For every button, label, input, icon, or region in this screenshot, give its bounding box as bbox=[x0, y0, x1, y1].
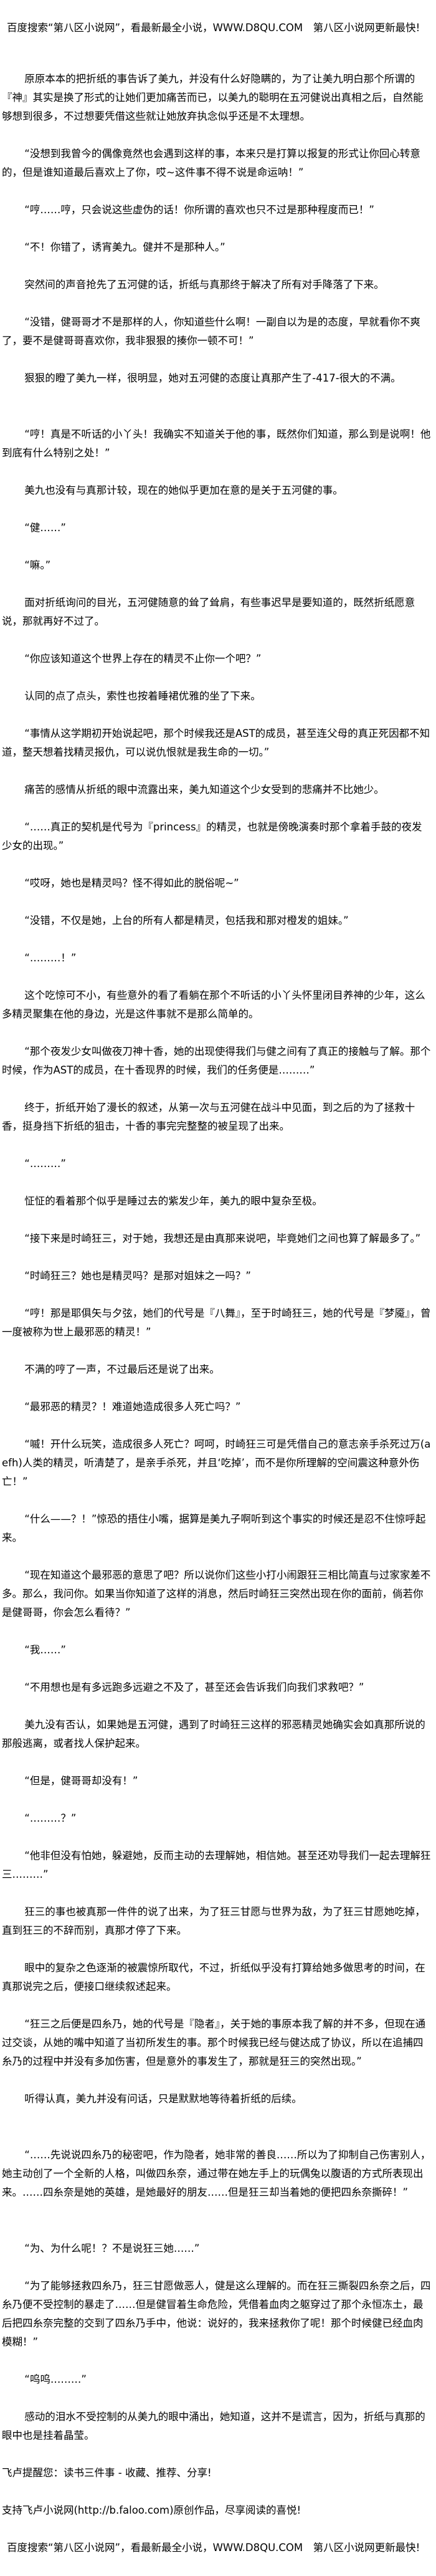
story-paragraph: “嘁！开什么玩笑，造成很多人死亡？呵呵，时崎狂三可是凭借自己的意志亲手杀死过万(… bbox=[2, 1438, 431, 1487]
story-paragraph: “时崎狂三？她也是精灵吗？是那对姐妹之一吗？” bbox=[24, 1270, 251, 1282]
story-paragraph: “哎呀，她也是精灵吗？怪不得如此的脱俗呢~” bbox=[24, 877, 239, 889]
story-paragraph: “哼……哼，只会说这些虚伪的话！你所谓的喜欢也只不过是那种程度而已！” bbox=[24, 204, 374, 216]
story-paragraph: “没想到我曾今的偶像竟然也会遇到这样的事，本来只是打算以报复的形式让你回心转意的… bbox=[2, 148, 420, 178]
story-paragraph: “没错，不仅是她，上台的所有人都是精灵，包括我和那对橙发的姐妹。” bbox=[24, 915, 349, 926]
story-paragraph: “那个夜发少女叫做夜刀神十香，她的出现使得我们与健之间有了真正的接触与了解。那个… bbox=[2, 1045, 431, 1076]
chapter-body: 原原本本的把折纸的事告诉了美九，并没有什么好隐瞒的，为了让美九明白那个所谓的『神… bbox=[2, 70, 432, 2445]
story-paragraph: 面对折纸询问的目光，五河健随意的耸了耸肩，有些事迟早是要知道的，既然折纸愿意说，… bbox=[2, 597, 415, 627]
story-paragraph: “………？” bbox=[24, 1812, 77, 1824]
story-paragraph: 感动的泪水不受控制的从美九的眼中涌出，她知道，这并不是谎言，因为，折纸与真那的眼… bbox=[2, 2411, 425, 2441]
footer-banner: 百度搜索“第八区小说网”，看最新最全小说，WWW.D8QU.COM 第八区小说网… bbox=[7, 2542, 420, 2554]
story-paragraph: “……真正的契机是代号为『princess』的精灵，也就是傍晚演奏时那个拿着手鼓… bbox=[2, 821, 422, 852]
story-paragraph: “狂三之后便是四糸乃，她的代号是『隐者』，关于她的事原本我了解的并不多，但现在通… bbox=[2, 2018, 426, 2067]
story-paragraph: “没错，健哥哥才不是那样的人，你知道些什么啊！一副自以为是的态度，早就看你不爽了… bbox=[2, 316, 420, 347]
story-paragraph: 怔怔的看着那个似乎是睡过去的紫发少年，美九的眼中复杂至极。 bbox=[24, 1195, 323, 1207]
story-paragraph: 不满的哼了一声，不过最后还是说了出来。 bbox=[24, 1363, 220, 1375]
footer-note: 飞卢提醒您：读书三件事 - 收藏、推荐、分享! bbox=[2, 2467, 212, 2479]
story-paragraph: 狂三的事也被真那一件件的说了出来，为了狂三甘愿与世界为敌，为了狂三甘愿她吃掉，直… bbox=[2, 1906, 425, 1936]
story-paragraph: “………” bbox=[24, 1158, 66, 1170]
story-paragraph: 突然间的声音抢先了五河健的话，折纸与真那终于解决了所有对手降落了下来。 bbox=[24, 279, 384, 291]
story-paragraph: 终于，折纸开始了漫长的叙述，从第一次与五河健在战斗中见面，到之后的为了拯救十香，… bbox=[2, 1102, 415, 1132]
story-paragraph: “不用想也是有多远跑多远避之不及了，甚至还会告诉我们向我们求救吧？” bbox=[24, 1681, 364, 1693]
story-paragraph: 听得认真，美九并没有问话，只是默默地等待着折纸的后续。 bbox=[24, 2093, 302, 2105]
story-paragraph: “呜呜………” bbox=[24, 2373, 87, 2385]
story-paragraph: 原原本本的把折纸的事告诉了美九，并没有什么好隐瞒的，为了让美九明白那个所谓的『神… bbox=[2, 73, 424, 122]
story-paragraph: 狠狠的瞪了美九一样，很明显，她对五河健的态度让真那产生了-417-很大的不满。 bbox=[24, 372, 401, 384]
story-paragraph: “嘛。” bbox=[24, 559, 51, 571]
story-paragraph: “哼！那是耶俱矢与夕弦，她们的代号是『八舞』，至于时崎狂三，她的代号是『梦魇』，… bbox=[2, 1307, 431, 1338]
story-paragraph: 眼中的复杂之色逐渐的被震惊所取代，不过，折纸似乎没有打算给她多做思考的时间，在真… bbox=[2, 1962, 425, 1992]
story-paragraph: 美九也没有与真那计较，现在的她似乎更加在意的是关于五河健的事。 bbox=[24, 484, 343, 496]
story-paragraph: 痛苦的感情从折纸的眼中流露出来，美九知道这个少女受到的悲痛并不比她少。 bbox=[24, 784, 384, 795]
footer-note: 支持飞卢小说网(http://b.faloo.com)原创作品，尽享阅读的喜悦! bbox=[2, 2504, 301, 2516]
story-paragraph: “最邪恶的精灵？！难道她造成很多人死亡吗？” bbox=[24, 1401, 241, 1413]
story-paragraph: “但是，健哥哥却没有！” bbox=[24, 1775, 138, 1787]
story-paragraph: “哼！真是不听话的小丫头！我确实不知道关于他的事，既然你们知道，那么到是说啊！他… bbox=[2, 428, 431, 459]
story-paragraph: “不！你错了，诱宵美九。健并不是那种人。” bbox=[24, 241, 225, 253]
story-paragraph: “你应该知道这个世界上存在的精灵不止你一个吧？” bbox=[24, 653, 262, 665]
story-paragraph: 认同的点了点头，索性也按着睡裙优雅的坐了下来。 bbox=[24, 690, 261, 702]
story-paragraph: 这个吃惊可不小，有些意外的看了看躺在那个不听话的小丫头怀里闭目养神的少年，这么多… bbox=[2, 989, 425, 1020]
story-paragraph: “………！” bbox=[24, 952, 77, 964]
story-paragraph: “接下来是时崎狂三，对于她，我想还是由真那来说吧，毕竟她们之间也算了解最多了。” bbox=[24, 1233, 421, 1244]
story-paragraph: “为、为什么呢！？不是说狂三她……” bbox=[24, 2242, 200, 2254]
story-paragraph: “我……” bbox=[24, 1644, 66, 1656]
story-paragraph: “什么——？！”惊恐的捂住小嘴，据算是美九子啊听到这个事实的时候还是忍不住惊呼起… bbox=[2, 1513, 426, 1544]
story-paragraph: “他非但没有怕她，躲避她，反而主动的去理解她，相信她。甚至还劝导我们一起去理解狂… bbox=[2, 1850, 431, 1880]
story-paragraph: “……先说说四糸乃的秘密吧，作为隐者，她非常的善良……所以为了抑制自己伤害别人，… bbox=[2, 2149, 431, 2198]
footer-notes: 飞卢提醒您：读书三件事 - 收藏、推荐、分享! 支持飞卢小说网(http://b.… bbox=[2, 2464, 432, 2520]
story-paragraph: 美九没有否认，如果她是五河健，遇到了时崎狂三这样的邪恶精灵她确实会如真那所说的那… bbox=[2, 1719, 425, 1749]
story-paragraph: “事情从这学期初开始说起吧，那个时候我还是AST的成员，甚至连父母的真正死因都不… bbox=[2, 728, 430, 758]
story-paragraph: “健……” bbox=[24, 522, 66, 534]
header-banner: 百度搜索“第八区小说网”，看最新最全小说，WWW.D8QU.COM 第八区小说网… bbox=[7, 22, 420, 34]
story-paragraph: “现在知道这个最邪恶的意思了吧？所以说你们这些小打小闹跟狂三相比简直与过家家差不… bbox=[2, 1569, 431, 1618]
story-paragraph: “为了能够拯救四糸乃，狂三甘愿做恶人，健是这么理解的。而在狂三撕裂四糸奈之后，四… bbox=[2, 2280, 431, 2348]
